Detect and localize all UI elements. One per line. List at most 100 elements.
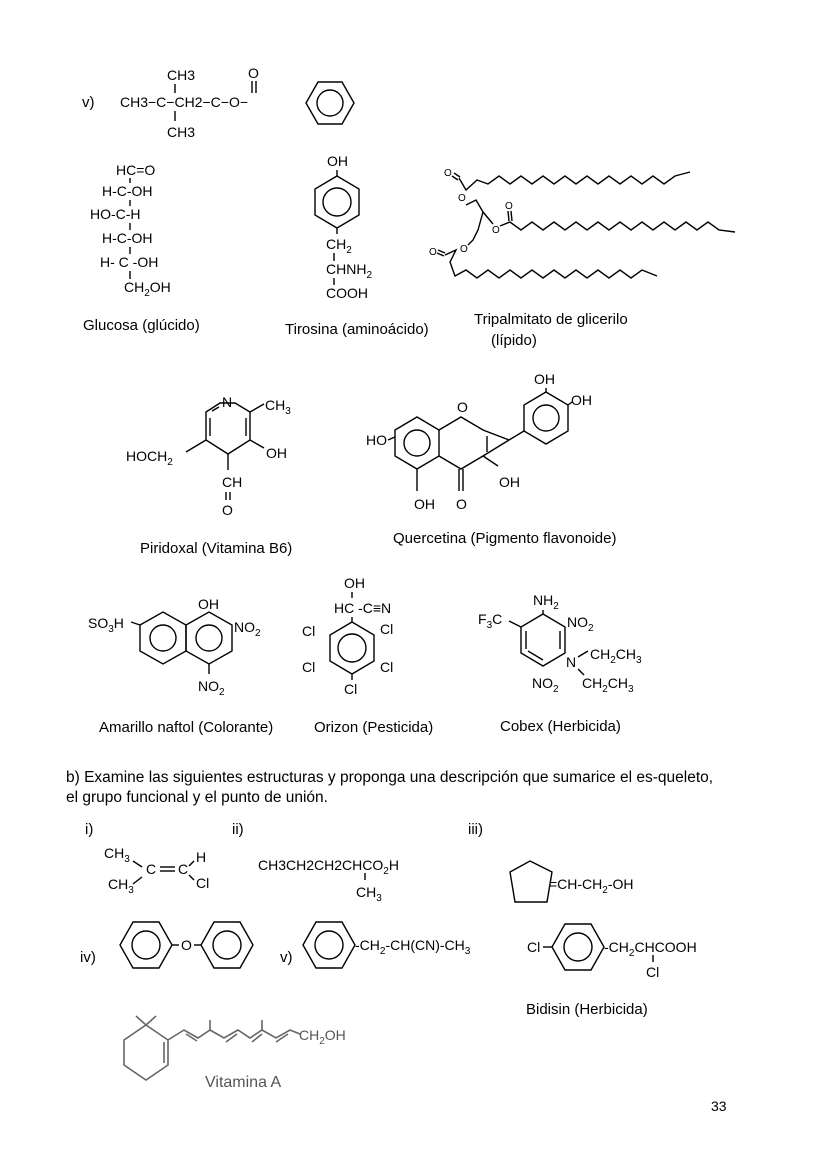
caption-tripalmitato-1: Tripalmitato de glicerilo bbox=[474, 311, 628, 328]
cobex-n: N bbox=[566, 654, 576, 670]
orizon-cl-3: Cl bbox=[302, 659, 315, 675]
structure-b-v: -CH2-CH(CN)-CH3 bbox=[302, 921, 471, 969]
caption-orizon: Orizon (Pesticida) bbox=[314, 719, 434, 736]
bii-ch3: CH3 bbox=[356, 884, 382, 904]
bi-c2: C bbox=[178, 861, 188, 877]
cobex-nh2: NH2 bbox=[533, 592, 559, 612]
label-b-i: i) bbox=[85, 821, 94, 838]
bii-formula: CH3CH2CH2CHCO2H bbox=[258, 857, 399, 877]
amarillo-no2-1: NO2 bbox=[234, 619, 261, 639]
quercetina-oh-2: OH bbox=[571, 392, 592, 408]
label-b-iii: iii) bbox=[468, 821, 483, 838]
piridoxal-oh: OH bbox=[266, 445, 287, 461]
structure-v-ester: v) CH3−C−CH2−C−O− CH3 CH3 O bbox=[82, 65, 355, 140]
tripal-o-1: O bbox=[444, 168, 452, 179]
quercetina-carbonyl-o: O bbox=[456, 496, 467, 512]
quercetina-oh-4: OH bbox=[499, 474, 520, 490]
item-v-ch3-bottom: CH3 bbox=[167, 124, 195, 140]
bi-c-eq-c: C bbox=[146, 861, 156, 877]
part-b-instruction: b) Examine las siguientes estructuras y … bbox=[66, 769, 714, 806]
bv-formula: -CH2-CH(CN)-CH3 bbox=[355, 937, 471, 957]
orizon-cl-4: Cl bbox=[380, 659, 393, 675]
glucosa-line-5: H- C -OH bbox=[100, 254, 158, 270]
item-v-label: v) bbox=[82, 94, 95, 111]
structure-b-iii: =CH-CH2-OH bbox=[509, 860, 634, 903]
structure-vitamina-a: CH2OH bbox=[123, 1015, 346, 1081]
structure-amarillo-naftol: OH SO3H NO2 NO2 bbox=[88, 596, 261, 698]
item-v-carbonyl-o: O bbox=[248, 65, 259, 81]
caption-tripalmitato-2: (lípido) bbox=[491, 332, 537, 349]
orizon-oh: OH bbox=[344, 575, 365, 591]
structure-tripalmitato: O O O O O O bbox=[429, 168, 736, 279]
item-v-ch3-top: CH3 bbox=[167, 67, 195, 83]
structure-quercetina: OH OH O HO OH O OH bbox=[366, 371, 592, 512]
glucosa-line-3: HO-C-H bbox=[90, 206, 141, 222]
caption-amarillo: Amarillo naftol (Colorante) bbox=[99, 719, 274, 736]
tirosina-oh: OH bbox=[327, 153, 348, 169]
tirosina-cooh: COOH bbox=[326, 285, 368, 301]
biv-o: O bbox=[181, 937, 192, 953]
tripal-o-4: O bbox=[505, 201, 513, 212]
quercetina-oh-3: OH bbox=[414, 496, 435, 512]
structure-orizon: OH HC -C≡N Cl Cl Cl Cl Cl bbox=[302, 575, 393, 697]
structure-b-ii: CH3CH2CH2CHCO2H CH3 bbox=[258, 857, 399, 904]
tripal-o-6: O bbox=[429, 247, 437, 258]
tirosina-chnh2: CHNH2 bbox=[326, 261, 372, 281]
caption-vitamina-a: Vitamina A bbox=[205, 1074, 282, 1091]
caption-cobex: Cobex (Herbicida) bbox=[500, 718, 621, 735]
bi-ch3-2: CH3 bbox=[108, 876, 134, 896]
structure-bidisin: Cl -CH2CHCOOH Cl bbox=[527, 923, 697, 980]
cobex-no2-1: NO2 bbox=[567, 614, 594, 634]
glucosa-line-4: H-C-OH bbox=[102, 230, 153, 246]
quercetina-ho: HO bbox=[366, 432, 387, 448]
label-b-v: v) bbox=[280, 949, 293, 966]
structure-b-iv: O bbox=[119, 921, 254, 969]
bidisin-cl-sub: Cl bbox=[646, 964, 659, 980]
glucosa-line-1: HC=O bbox=[116, 162, 155, 178]
cobex-no2-2: NO2 bbox=[532, 675, 559, 695]
tirosina-ch2: CH2 bbox=[326, 236, 352, 256]
bi-cl: Cl bbox=[196, 875, 209, 891]
piridoxal-n: N bbox=[222, 394, 232, 410]
quercetina-ring-o: O bbox=[457, 399, 468, 415]
structure-tirosina: OH CH2 CHNH2 COOH bbox=[314, 153, 372, 301]
quercetina-oh-1: OH bbox=[534, 371, 555, 387]
bi-h: H bbox=[196, 849, 206, 865]
vita-ch2oh: CH2OH bbox=[299, 1027, 346, 1047]
caption-quercetina: Quercetina (Pigmento flavonoide) bbox=[393, 530, 617, 547]
orizon-cl-2: Cl bbox=[380, 621, 393, 637]
item-v-formula: CH3−C−CH2−C−O− bbox=[120, 94, 248, 110]
label-b-iv: iv) bbox=[80, 949, 96, 966]
amarillo-so3h: SO3H bbox=[88, 615, 124, 635]
cobex-ethyl-1: CH2CH3 bbox=[590, 646, 642, 666]
bidisin-formula: -CH2CHCOOH bbox=[604, 939, 697, 959]
amarillo-no2-2: NO2 bbox=[198, 678, 225, 698]
structure-glucosa: HC=O H-C-OH HO-C-H H-C-OH H- C -OH CH2OH bbox=[90, 162, 171, 299]
structure-piridoxal: N CH3 OH HOCH2 CH O bbox=[126, 394, 291, 518]
piridoxal-ch: CH bbox=[222, 474, 242, 490]
orizon-cl-5: Cl bbox=[344, 681, 357, 697]
cobex-ethyl-2: CH2CH3 bbox=[582, 675, 634, 695]
caption-glucosa: Glucosa (glúcido) bbox=[83, 317, 200, 334]
piridoxal-ch3: CH3 bbox=[265, 397, 291, 417]
piridoxal-hoch2: HOCH2 bbox=[126, 448, 173, 468]
biii-formula: =CH-CH2-OH bbox=[549, 876, 634, 896]
bi-ch3-1: CH3 bbox=[104, 845, 130, 865]
cobex-f3c: F3C bbox=[478, 611, 502, 631]
structure-b-i: CH3 C C H Cl CH3 bbox=[104, 845, 209, 896]
tripal-o-2: O bbox=[458, 193, 466, 204]
glucosa-line-2: H-C-OH bbox=[102, 183, 153, 199]
caption-piridoxal: Piridoxal (Vitamina B6) bbox=[140, 540, 293, 557]
tripal-o-5: O bbox=[460, 244, 468, 255]
piridoxal-o: O bbox=[222, 502, 233, 518]
bidisin-cl-left: Cl bbox=[527, 939, 540, 955]
page-number: 33 bbox=[711, 1098, 727, 1114]
glucosa-line-6: CH2OH bbox=[124, 279, 171, 299]
caption-bidisin: Bidisin (Herbicida) bbox=[526, 1001, 648, 1018]
orizon-hc-cn: HC -C≡N bbox=[334, 600, 391, 616]
orizon-cl-1: Cl bbox=[302, 623, 315, 639]
amarillo-oh: OH bbox=[198, 596, 219, 612]
label-b-ii: ii) bbox=[232, 821, 244, 838]
